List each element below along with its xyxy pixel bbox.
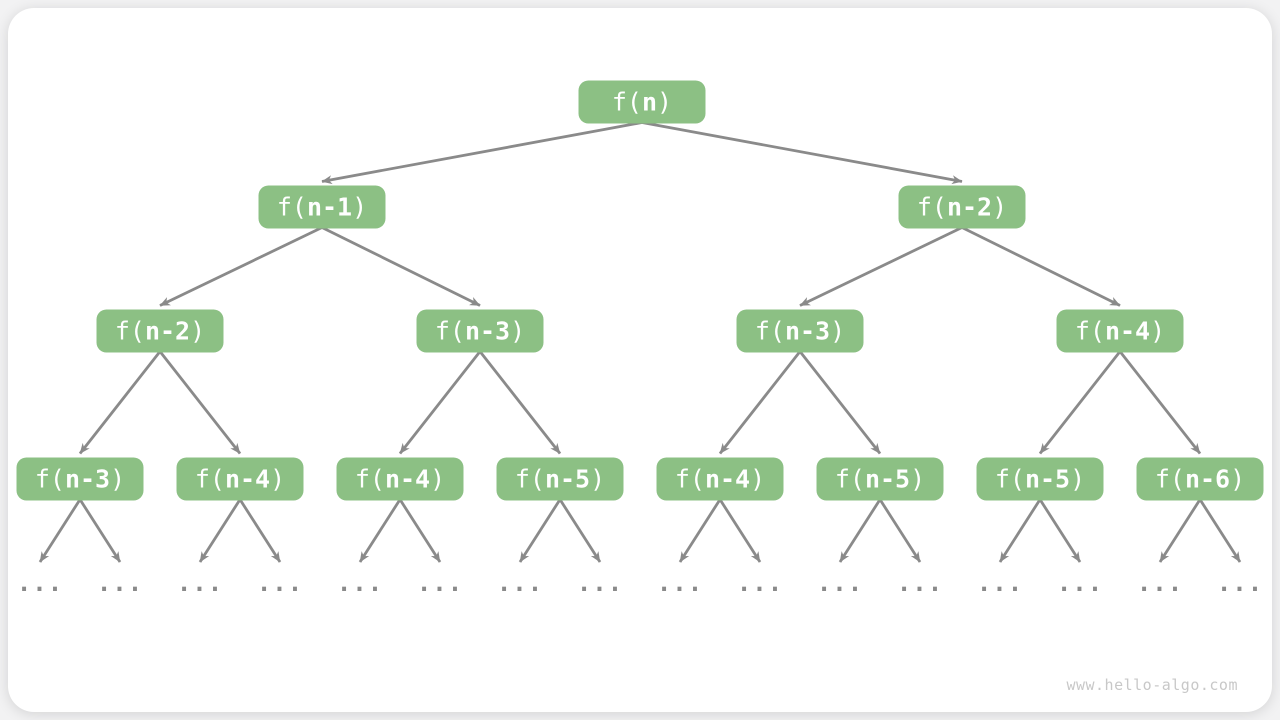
tree-node: f(n-5) <box>816 457 944 501</box>
node-label-prefix: f( <box>276 192 307 222</box>
ellipsis-leaf: ... <box>896 569 944 597</box>
tree-node: f(n-3) <box>416 309 544 353</box>
node-label-argument: n-2 <box>144 316 191 346</box>
node-label-argument: n <box>641 87 658 117</box>
tree-node: f(n-2) <box>898 185 1026 229</box>
node-label-prefix: f( <box>994 464 1025 494</box>
node-label-suffix: ) <box>910 464 926 494</box>
node-label-argument: n-6 <box>1184 464 1231 494</box>
tree-node: f(n) <box>578 80 706 124</box>
node-label-suffix: ) <box>510 316 526 346</box>
ellipsis-leaf: ... <box>736 569 784 597</box>
node-label-prefix: f( <box>114 316 145 346</box>
node-label-suffix: ) <box>352 192 368 222</box>
ellipsis-leaf: ... <box>256 569 304 597</box>
node-label-argument: n-3 <box>464 316 511 346</box>
node-label-argument: n-2 <box>946 192 993 222</box>
ellipsis-leaf: ... <box>1056 569 1104 597</box>
tree-node: f(n-3) <box>736 309 864 353</box>
node-label-argument: n-5 <box>544 464 591 494</box>
node-label-suffix: ) <box>750 464 766 494</box>
ellipsis-leaf: ... <box>656 569 704 597</box>
tree-node: f(n-2) <box>96 309 224 353</box>
node-label-suffix: ) <box>1070 464 1086 494</box>
node-label-argument: n-3 <box>784 316 831 346</box>
tree-node: f(n-4) <box>336 457 464 501</box>
node-label-prefix: f( <box>674 464 705 494</box>
node-label-prefix: f( <box>834 464 865 494</box>
node-label-argument: n-3 <box>64 464 111 494</box>
tree-node: f(n-1) <box>258 185 386 229</box>
tree-node: f(n-4) <box>176 457 304 501</box>
node-label-prefix: f( <box>34 464 65 494</box>
ellipsis-leaf: ... <box>176 569 224 597</box>
node-label-suffix: ) <box>270 464 286 494</box>
node-label-prefix: f( <box>194 464 225 494</box>
tree-node: f(n-3) <box>16 457 144 501</box>
ellipsis-leaf: ... <box>496 569 544 597</box>
tree-node: f(n-5) <box>496 457 624 501</box>
node-label-suffix: ) <box>590 464 606 494</box>
node-label-argument: n-5 <box>1024 464 1071 494</box>
node-label-suffix: ) <box>657 87 673 117</box>
node-label-prefix: f( <box>916 192 947 222</box>
node-label-prefix: f( <box>754 316 785 346</box>
tree-node: f(n-4) <box>656 457 784 501</box>
node-label-suffix: ) <box>190 316 206 346</box>
node-label-argument: n-1 <box>306 192 353 222</box>
node-label-prefix: f( <box>354 464 385 494</box>
ellipsis-leaf: ... <box>1216 569 1264 597</box>
ellipsis-leaf: ... <box>416 569 464 597</box>
ellipsis-leaf: ... <box>816 569 864 597</box>
node-label-suffix: ) <box>1150 316 1166 346</box>
node-label-prefix: f( <box>434 316 465 346</box>
node-label-suffix: ) <box>992 192 1008 222</box>
ellipsis-leaf: ... <box>96 569 144 597</box>
node-label-argument: n-4 <box>384 464 431 494</box>
node-label-suffix: ) <box>430 464 446 494</box>
node-label-suffix: ) <box>830 316 846 346</box>
node-label-argument: n-5 <box>864 464 911 494</box>
ellipsis-leaf: ... <box>336 569 384 597</box>
node-label-argument: n-4 <box>704 464 751 494</box>
watermark: www.hello-algo.com <box>1066 676 1238 694</box>
tree-node: f(n-5) <box>976 457 1104 501</box>
node-label-prefix: f( <box>1074 316 1105 346</box>
ellipsis-leaf: ... <box>976 569 1024 597</box>
node-label-argument: n-4 <box>224 464 271 494</box>
ellipsis-leaf: ... <box>1136 569 1184 597</box>
node-label-suffix: ) <box>110 464 126 494</box>
ellipsis-leaf: ... <box>16 569 64 597</box>
node-label-suffix: ) <box>1230 464 1246 494</box>
node-label-prefix: f( <box>611 87 642 117</box>
tree-node: f(n-6) <box>1136 457 1264 501</box>
node-label-prefix: f( <box>1154 464 1185 494</box>
node-label-argument: n-4 <box>1104 316 1151 346</box>
node-label-prefix: f( <box>514 464 545 494</box>
tree-node: f(n-4) <box>1056 309 1184 353</box>
ellipsis-leaf: ... <box>576 569 624 597</box>
